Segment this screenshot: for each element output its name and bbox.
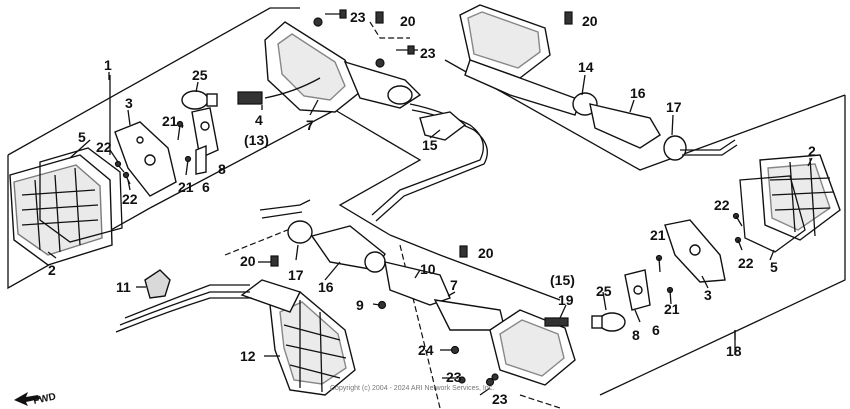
rear-right-lens xyxy=(459,4,551,79)
label-21c: 21 xyxy=(650,227,666,243)
socket-left xyxy=(191,107,219,175)
label-5a: 5 xyxy=(78,129,86,145)
label-23b: 23 xyxy=(420,45,436,61)
right-lens xyxy=(759,154,841,241)
label-22a: 22 xyxy=(96,139,112,155)
label-25b: 25 xyxy=(596,283,612,299)
forward-arrow-icon: FWD xyxy=(14,391,57,407)
label-2b: 2 xyxy=(808,143,816,159)
rear-right-stalk xyxy=(464,59,738,161)
label-12: 12 xyxy=(240,348,256,364)
label-3a: 3 xyxy=(125,95,133,111)
label-15b: (15) xyxy=(550,272,575,288)
label-7a: 7 xyxy=(306,117,314,133)
label-11: 11 xyxy=(116,279,131,295)
bottom-left-housing xyxy=(240,279,301,313)
front-left-gasket xyxy=(39,147,123,243)
wiring-bottom xyxy=(115,284,252,333)
label-22b: 22 xyxy=(122,191,138,207)
label-14: 14 xyxy=(578,59,594,75)
copyright-text: Copyright (c) 2004 - 2024 ARI Network Se… xyxy=(330,385,494,392)
group-outline-rear-right xyxy=(389,59,846,396)
bulb-left xyxy=(181,90,218,110)
label-18: 18 xyxy=(726,343,742,359)
label-23a: 23 xyxy=(350,9,366,25)
label-6a: 6 xyxy=(202,179,210,195)
label-24: 24 xyxy=(418,342,434,358)
screws-right xyxy=(655,212,743,305)
label-1: 1 xyxy=(104,57,112,73)
label-15a: 15 xyxy=(422,137,438,153)
label-23c: 23 xyxy=(446,369,462,385)
label-8a: 8 xyxy=(218,161,226,177)
label-20d: 20 xyxy=(478,245,494,261)
label-16a: 16 xyxy=(630,85,646,101)
label-5b: 5 xyxy=(770,259,778,275)
label-25a: 25 xyxy=(192,67,208,83)
label-17b: 17 xyxy=(288,267,304,283)
screws-left xyxy=(114,120,192,185)
upper-left-housing xyxy=(264,21,422,113)
label-9: 9 xyxy=(356,297,364,313)
callout-labels: 1 2 2 3 3 4 (13) 5 5 6 6 7 7 8 8 9 10 11… xyxy=(48,9,816,407)
label-20b: 20 xyxy=(582,13,598,29)
label-21b: 21 xyxy=(178,179,194,195)
label-10: 10 xyxy=(420,261,436,277)
grommet-11 xyxy=(144,269,171,299)
label-3b: 3 xyxy=(704,287,712,303)
label-21d: 21 xyxy=(664,301,680,317)
bottom-right-lens xyxy=(489,309,576,386)
screw-20-top xyxy=(375,11,573,25)
leader-lines xyxy=(47,72,813,396)
label-6b: 6 xyxy=(652,322,660,338)
label-17a: 17 xyxy=(666,99,682,115)
label-20a: 20 xyxy=(400,13,416,29)
label-22d: 22 xyxy=(738,255,754,271)
front-left-lens xyxy=(9,154,113,266)
label-4: 4 xyxy=(255,112,263,128)
label-2a: 2 xyxy=(48,262,56,278)
label-22c: 22 xyxy=(714,197,730,213)
screws-bottom xyxy=(270,245,499,387)
bulb-19 xyxy=(544,317,569,327)
right-bulb xyxy=(591,312,626,332)
wiring-upper xyxy=(237,77,488,222)
label-16b: 16 xyxy=(318,279,334,295)
label-13: (13) xyxy=(244,132,269,148)
bottom-left-lens xyxy=(269,291,356,396)
label-21a: 21 xyxy=(162,113,178,129)
label-8b: 8 xyxy=(632,327,640,343)
screw-23-top xyxy=(313,9,418,68)
bottom-stalk xyxy=(259,199,506,331)
right-bracket xyxy=(664,219,726,283)
label-7b: 7 xyxy=(450,277,458,293)
forward-label: FWD xyxy=(32,391,57,406)
bracket-left xyxy=(114,121,177,197)
right-gasket xyxy=(739,175,806,253)
label-19: 19 xyxy=(558,292,574,308)
label-20c: 20 xyxy=(240,253,256,269)
label-23d: 23 xyxy=(492,391,508,407)
right-socket xyxy=(624,269,651,311)
